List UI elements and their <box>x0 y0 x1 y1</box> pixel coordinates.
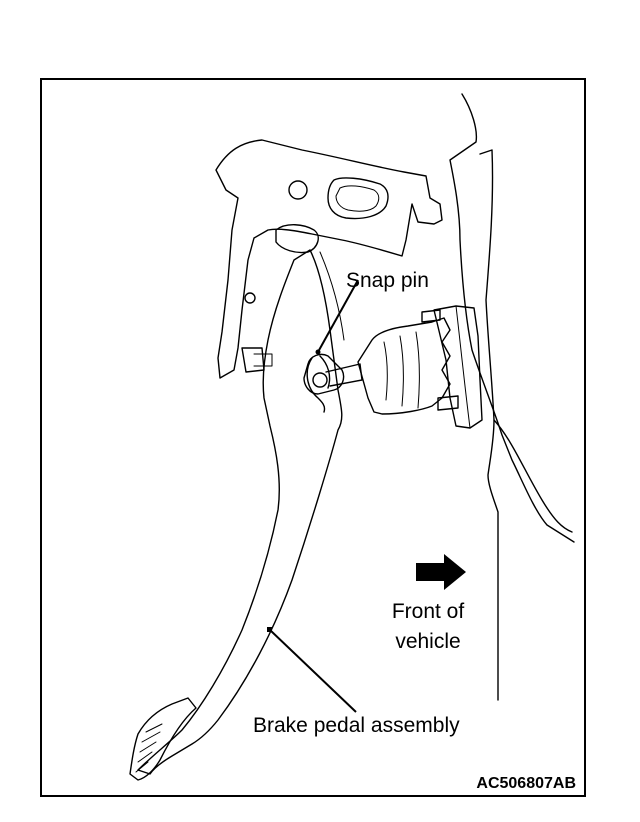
body-curve <box>493 419 573 533</box>
brake-pedal-leader-dot <box>267 627 272 632</box>
brake-pedal-leader <box>269 629 357 713</box>
bracket-hole-2 <box>244 292 256 304</box>
stud-bolt-upper <box>421 309 441 323</box>
brake-pedal-drawing <box>129 93 575 781</box>
booster-plate-edge <box>455 305 471 429</box>
pedal-arm-upper-ridge <box>319 251 345 341</box>
front-of-vehicle-label: Front of vehicle <box>384 597 472 657</box>
brake-pedal-assembly-label: Brake pedal assembly <box>253 714 460 737</box>
pedal-pad <box>129 697 197 781</box>
stud-bolt-lower <box>437 395 459 411</box>
arrow-right-icon <box>416 554 466 590</box>
snap-pin-clip <box>306 355 331 413</box>
front-of-vehicle-line1: Front of <box>391 600 465 623</box>
clevis <box>303 353 345 395</box>
firewall-outline <box>449 93 575 543</box>
snap-pin-leader-dot <box>315 349 321 355</box>
boot-ribs <box>383 331 420 409</box>
figure-code: AC506807AB <box>476 775 576 792</box>
bracket-tab-bolt <box>253 353 273 367</box>
pedal-pad-ribs <box>135 723 163 773</box>
firewall-inner-edge <box>479 149 499 701</box>
bracket-tab <box>241 347 265 373</box>
snap-pin-label: Snap pin <box>346 269 429 292</box>
bracket-hole-1 <box>288 180 308 200</box>
bracket-slot <box>275 224 319 254</box>
front-of-vehicle-line2: vehicle <box>395 630 461 653</box>
diagram-frame: Snap pin Front of vehicle Brake pedal as… <box>40 78 586 797</box>
pedal-bracket <box>215 139 443 379</box>
snap-pin-leader <box>317 279 359 353</box>
push-rod <box>325 363 363 387</box>
clevis-pin <box>312 372 328 388</box>
pedal-arm <box>137 249 343 775</box>
bracket-window <box>327 177 389 220</box>
bracket-window-inner <box>335 185 380 212</box>
booster-plate <box>433 305 483 429</box>
booster-boot <box>357 317 451 415</box>
